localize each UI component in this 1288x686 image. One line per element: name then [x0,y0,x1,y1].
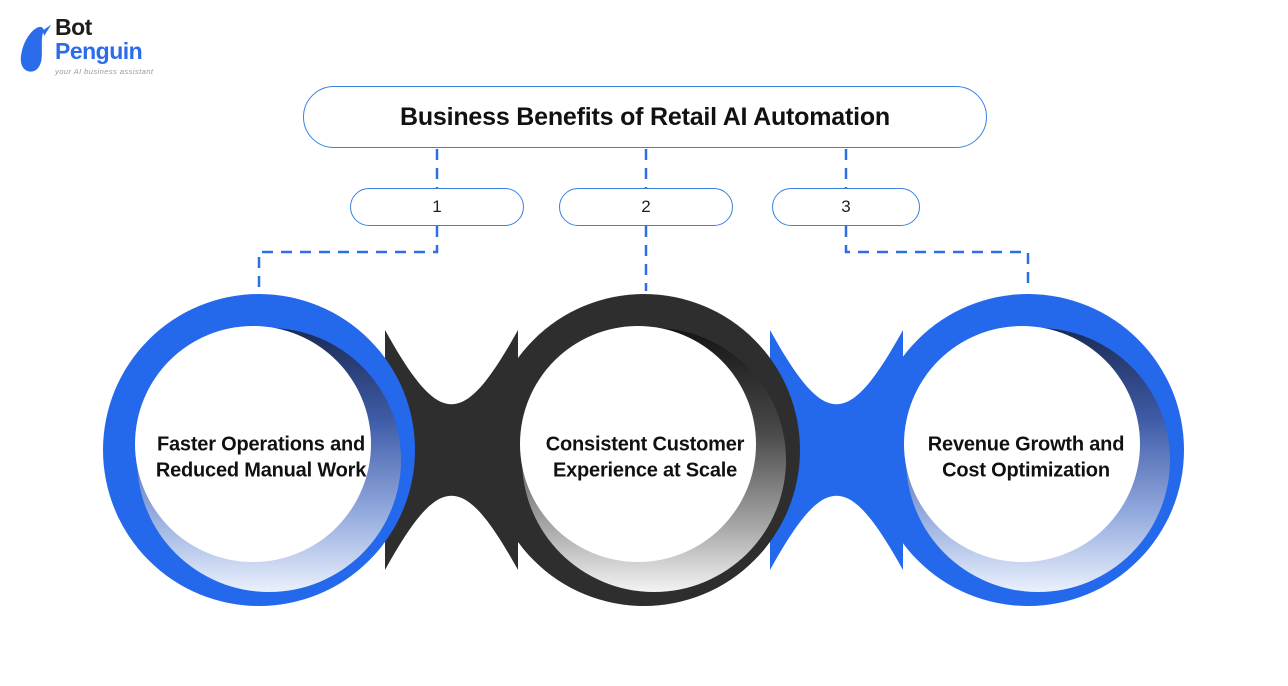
logo-word-penguin: Penguin [55,38,143,64]
ring-connector-1-2 [385,330,518,570]
step-pill-2: 2 [559,188,733,226]
benefit-ring-1 [103,294,415,606]
ring-3-inner-disc [904,326,1140,562]
benefit-label-3: Revenue Growth and Cost Optimization [927,433,1125,482]
logo-text: Bot Penguin your AI business assistant [55,14,154,77]
dashed-connector-lines [257,149,1030,291]
ring-connector-2-3 [770,330,903,570]
ring-1-inner-disc [135,326,371,562]
benefit-ring-3 [872,294,1184,606]
step-pill-3: 3 [772,188,920,226]
benefit-label-1: Faster Operations and Reduced Manual Wor… [155,433,367,482]
pill-3-to-ring-line [844,226,1030,291]
step-number-2: 2 [641,197,651,216]
pill-1-to-ring-line [257,226,439,291]
logo-tagline: your AI business assistant [55,67,154,77]
step-number-3: 3 [841,197,851,216]
botpenguin-logo: Bot Penguin your AI business assistant [14,16,153,76]
ring-2-inner-disc [520,326,756,562]
logo-word-bot: Bot [55,14,92,40]
penguin-icon [20,24,52,72]
step-number-1: 1 [432,197,442,216]
diagram-title: Business Benefits of Retail AI Automatio… [399,102,890,131]
benefit-ring-2 [488,294,800,606]
benefit-label-2: Consistent Customer Experience at Scale [545,433,745,482]
step-pill-1: 1 [350,188,524,226]
diagram-title-box: Business Benefits of Retail AI Automatio… [303,86,987,148]
